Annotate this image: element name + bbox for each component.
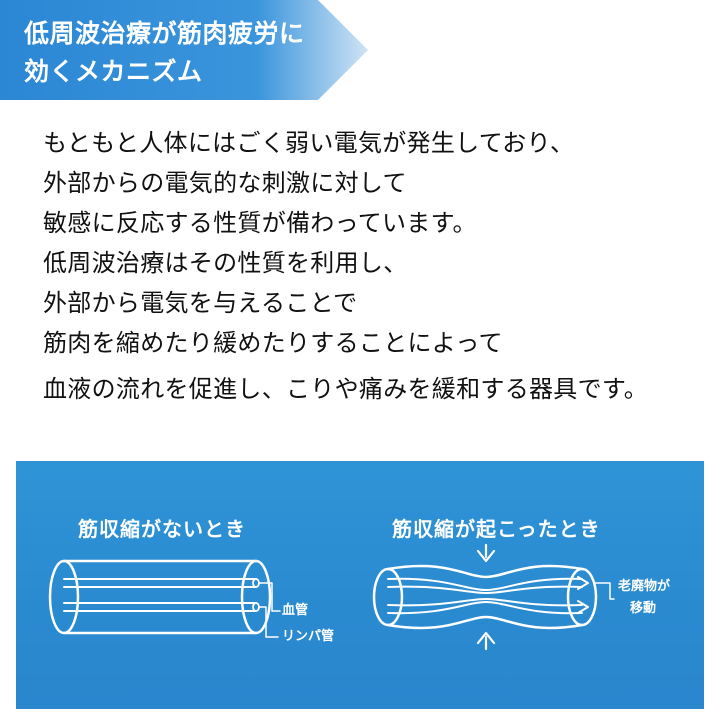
- relaxed-muscle-title: 筋収縮がないとき: [78, 517, 246, 541]
- body-line: 外部からの電気的な刺激に対して: [43, 169, 407, 197]
- contracted-muscle-illustration: [372, 543, 615, 651]
- body-paragraph: もともと人体にはごく弱い電気が発生しており、 外部からの電気的な刺激に対して 敏…: [43, 123, 703, 409]
- header-title-line-2: 効くメカニズム: [24, 57, 203, 86]
- header-title-line-1: 低周波治療が筋肉疲労に: [24, 19, 305, 48]
- body-line: 外部から電気を与えることで: [43, 289, 358, 317]
- blood-vessel-label: 血管: [282, 603, 309, 618]
- body-line: 敏感に反応する性質が備わっています。: [43, 209, 477, 237]
- body-line: 低周波治療はその性質を利用し、: [43, 249, 408, 277]
- waste-moves-label-line-2: 移動: [630, 601, 657, 616]
- waste-moves-label-line-1: 老廃物が: [618, 579, 671, 594]
- contracted-muscle-title: 筋収縮が起こったとき: [392, 517, 601, 541]
- body-line: 筋肉を縮めたり緩めたりすることによって: [43, 329, 503, 357]
- header-banner: 低周波治療が筋肉疲労に 効くメカニズム: [0, 0, 372, 102]
- body-line: 血液の流れを促進し、こりや痛みを緩和する器具です。: [43, 375, 649, 403]
- body-line: もともと人体にはごく弱い電気が発生しており、: [43, 129, 575, 157]
- relaxed-muscle-illustration: [48, 559, 281, 638]
- lymph-vessel-label: リンパ管: [282, 629, 335, 644]
- header-banner-shape: [0, 0, 368, 100]
- muscle-diagram-illustration: [48, 543, 615, 651]
- muscle-diagram-panel: 筋収縮がないとき 筋収縮が起こったとき 血管 リンパ管 老廃物が 移動: [16, 461, 704, 709]
